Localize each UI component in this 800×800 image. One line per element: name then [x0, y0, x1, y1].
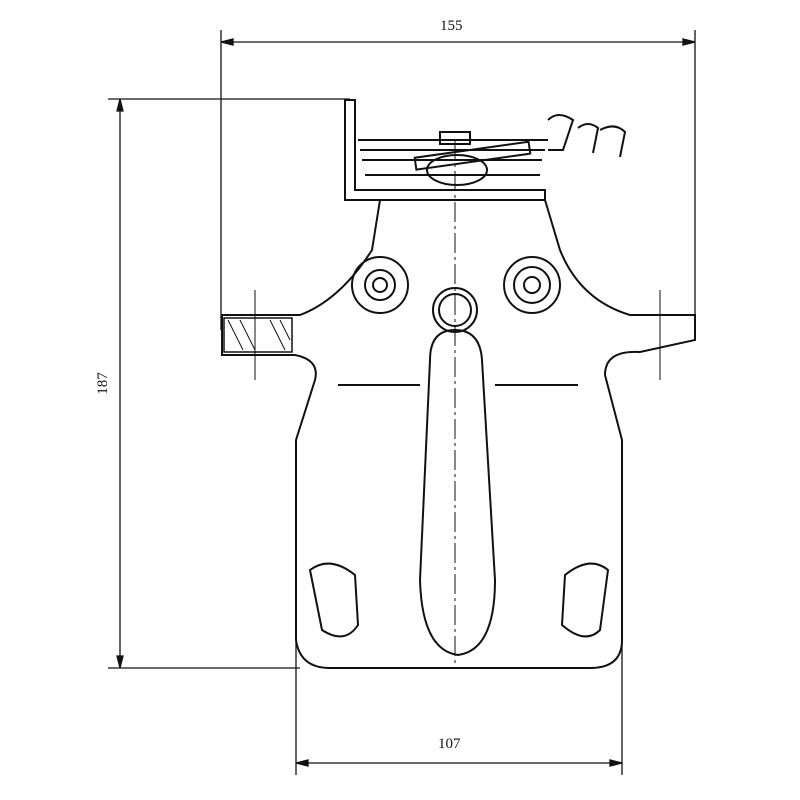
dimension-width-107 [295, 640, 623, 775]
dimension-width-155 [220, 30, 696, 330]
dimension-height-187 [108, 98, 350, 669]
dimension-label-body-width: 107 [438, 736, 461, 752]
dimension-label-width: 155 [440, 18, 463, 34]
caliper-body [221, 140, 696, 669]
bracket [344, 99, 627, 201]
dimension-label-height: 187 [94, 372, 111, 395]
